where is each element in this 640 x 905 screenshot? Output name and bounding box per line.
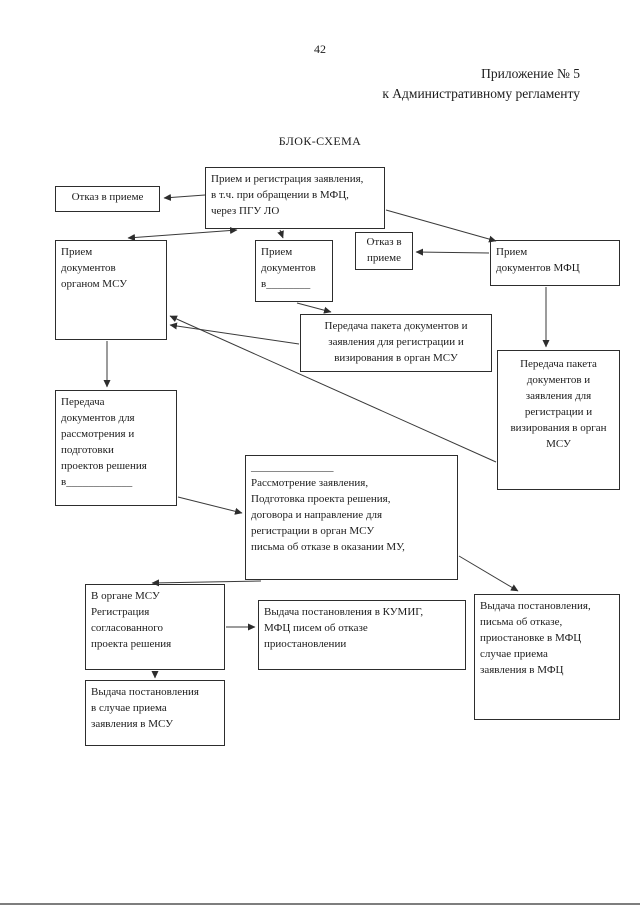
arrow-registration-to-blank-intake xyxy=(277,229,284,239)
appendix-heading-line2: к Административному регламенту xyxy=(382,86,580,101)
flow-box-issue-kumig: Выдача постановления в КУМИГ, МФЦ писем … xyxy=(258,600,466,670)
flow-box-refusal-left: Отказ в приеме xyxy=(55,186,160,212)
flow-box-issue-mfc: Выдача постановления, письма об отказе, … xyxy=(474,594,620,720)
flow-box-review: _______________ Рассмотрение заявления, … xyxy=(245,455,458,580)
flow-box-blank-intake: Прием документов в________ xyxy=(255,240,333,302)
arrow-review-to-msu-registration xyxy=(151,579,262,587)
flow-box-transfer-center: Передача пакета документов и заявления д… xyxy=(300,314,492,372)
flow-box-issue-msu: Выдача постановления в случае приема зая… xyxy=(85,680,225,746)
flow-box-refusal-center: Отказ в приеме xyxy=(355,232,413,270)
page-number: 42 xyxy=(314,42,326,56)
arrow-registration-to-refusal-left xyxy=(163,193,206,201)
flow-box-transfer-right: Передача пакета документов и заявления д… xyxy=(497,350,620,490)
arrow-mfc-to-refusal-center xyxy=(415,248,490,256)
arrow-review-to-issue-mfc xyxy=(458,555,519,592)
flow-box-transfer-left: Передача документов для рассмотрения и п… xyxy=(55,390,177,506)
flow-box-msu-registration: В органе МСУ Регистрация согласованного … xyxy=(85,584,225,670)
arrow-blank-intake-to-transfer-center xyxy=(296,302,332,314)
appendix-heading: Приложение № 5 к Административному регла… xyxy=(382,64,580,104)
flow-box-mfc-intake: Прием документов МФЦ xyxy=(490,240,620,286)
diagram-title: БЛОК-СХЕМА xyxy=(278,134,362,148)
flow-box-intake-registration: Прием и регистрация заявления, в т.ч. пр… xyxy=(205,167,385,229)
scan-edge xyxy=(0,903,640,905)
arrow-transfer-left-to-review xyxy=(177,496,243,515)
arrow-transfer-center-to-msu-intake xyxy=(169,322,300,345)
arrow-registration-to-msu-intake xyxy=(127,227,238,241)
flow-box-msu-intake: Прием документов органом МСУ xyxy=(55,240,167,340)
appendix-heading-line1: Приложение № 5 xyxy=(481,66,580,81)
